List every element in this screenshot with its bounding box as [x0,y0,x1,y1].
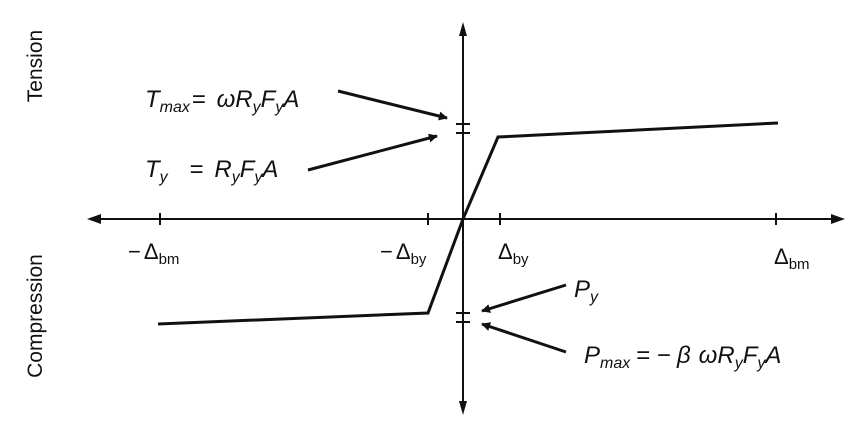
y-axis-bottom-arrowhead [459,401,467,415]
tmax-R-sub: y [252,99,262,116]
ty-T: T [145,156,162,183]
neg-delta-by-label: −Δby [380,239,427,268]
py-label: Py [574,276,599,306]
tmax-omega: ω [217,86,236,113]
pmax-beta: β [676,342,691,369]
pos-delta-bm-label: Δbm [774,244,810,273]
pmax-P-sub: max [600,355,631,372]
ty-A: A [260,156,278,183]
tmax-eq: = [192,86,213,113]
tmax-arrow [337,89,448,121]
tmax-F-sub: y [274,99,284,116]
ty-R-sub: y [231,169,241,186]
neg-dbm-prefix: − [128,239,141,264]
pmax-A: A [763,342,781,369]
pos-dby-sub: by [513,251,529,268]
pos-dby-delta: Δ [498,239,513,264]
ty-equation: Ty= RyFyA [145,156,278,186]
tmax-T: T [145,86,162,113]
x-axis-right-arrowhead [831,214,845,224]
neg-delta-bm-label: −Δbm [128,239,179,268]
pmax-F: F [743,342,759,369]
pmax-arrow [481,322,567,354]
tmax-equation: Tmax= ωRyFyA [145,86,299,116]
tmax-A: A [281,86,299,113]
ty-arrow [307,133,438,172]
pmax-R: R [717,342,734,369]
neg-dbm-delta: Δ [144,239,159,264]
ty-T-sub: y [159,169,169,186]
ty-F-sub: y [253,169,263,186]
py-P-sub: y [589,289,599,306]
y-axis-top-arrowhead [459,22,467,36]
ty-eq: = [190,156,211,183]
py-P: P [574,276,590,303]
pos-delta-by-label: Δby [498,239,529,268]
compression-label: Compression [24,254,47,378]
x-axis-left-arrowhead [87,214,101,224]
pos-dbm-sub: bm [789,256,810,273]
ty-F: F [240,156,256,183]
neg-dby-prefix: − [380,239,393,264]
pmax-F-sub: y [756,355,766,372]
py-arrow [481,283,567,313]
neg-dby-delta: Δ [396,239,411,264]
tmax-F: F [261,86,277,113]
pmax-P: P [584,342,600,369]
pmax-omega: ω [699,342,718,369]
neg-dby-sub: by [411,251,427,268]
pmax-R-sub: y [734,355,744,372]
pmax-eq: = − [636,342,671,369]
ty-R: R [214,156,231,183]
tmax-R: R [235,86,252,113]
neg-dbm-sub: bm [159,251,180,268]
tension-label: Tension [24,30,47,102]
tmax-T-sub: max [160,99,191,116]
pos-dbm-delta: Δ [774,244,789,269]
backbone-curve [157,121,779,326]
